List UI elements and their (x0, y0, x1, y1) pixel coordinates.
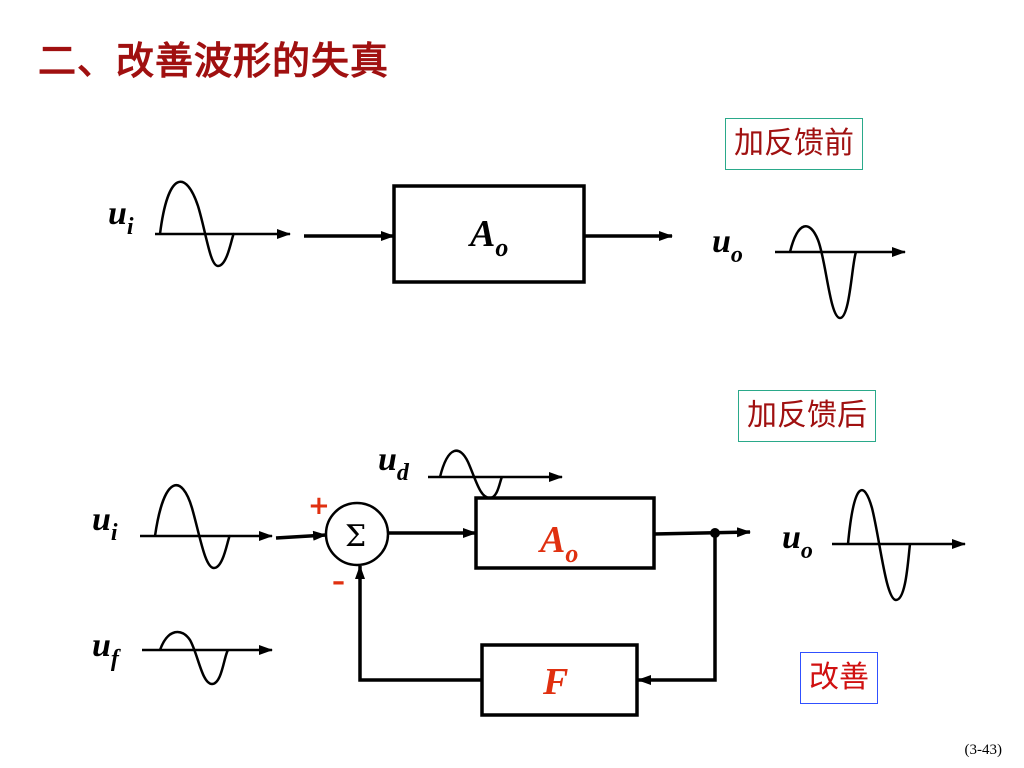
after-feedback-tag: 加反馈后 (738, 390, 876, 442)
closed-output-label: uo (782, 519, 813, 564)
open-output-waveform (775, 225, 906, 320)
diff-signal-label: ud (378, 441, 410, 486)
summer-input-arrow (275, 530, 327, 541)
closed-output-waveform (832, 489, 966, 602)
open-input-waveform (155, 180, 291, 268)
feedback-return-path (637, 533, 717, 685)
feedback-to-summer-path (355, 565, 482, 682)
feedback-signal-waveform (142, 630, 273, 686)
open-amplifier-block (392, 184, 586, 284)
slide-title: 二、改善波形的失真 (38, 38, 390, 83)
improvement-tag: 改善 (800, 652, 878, 704)
closed-output-arrow (653, 527, 751, 538)
before-feedback-tag: 加反馈前 (725, 118, 863, 170)
closed-amp-label: Ao (538, 519, 578, 568)
sigma-symbol: Σ (345, 519, 366, 554)
closed-input-label: ui (92, 501, 118, 546)
page-number: (3-43) (964, 742, 1003, 758)
diff-signal-waveform (428, 449, 563, 500)
open-amp-label: Ao (468, 213, 508, 262)
plus-sign: + (308, 491, 330, 521)
closed-input-waveform (140, 484, 273, 570)
open-input-label: ui (108, 195, 134, 240)
feedback-signal-label: uf (92, 627, 121, 672)
open-output-label: uo (712, 223, 743, 268)
feedback-block (480, 643, 639, 717)
feedback-label: F (542, 661, 568, 703)
minus-sign: – (332, 567, 345, 597)
